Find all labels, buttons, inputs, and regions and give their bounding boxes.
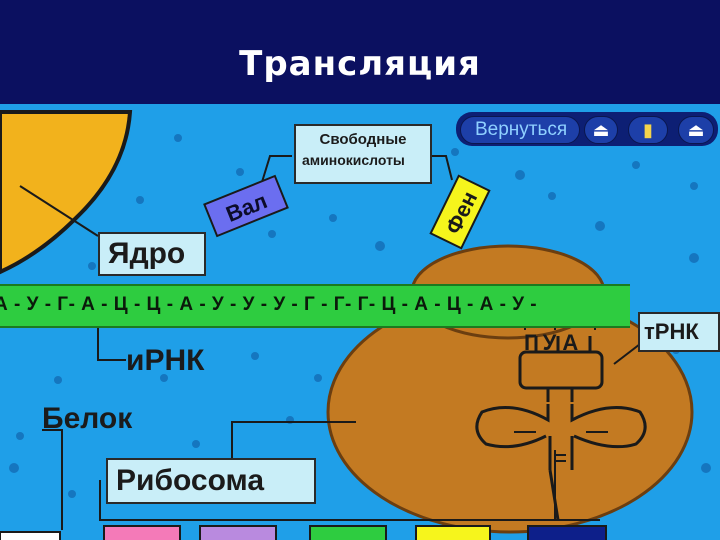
back-button-label: Вернуться [475,119,568,140]
eject-icon: ⏏ [592,120,610,140]
stop-icon: ▮ [643,120,653,140]
free-amino-line1: Свободные [319,131,407,148]
amino-tag-val: Вал [203,174,289,238]
back-button[interactable]: Вернуться [460,116,580,144]
nav-button-stop[interactable]: ▮ [628,116,668,144]
nucleus-label: Ядро [98,232,206,276]
nucleus-shape [0,110,133,275]
mrna-label: иРНК [126,344,205,377]
slide-title: Трансляция [239,44,481,84]
mrna-sequence: А - У - Г- А - Ц - Ц - А - У - У - У - Г… [0,294,538,315]
free-amino-line2: аминокислоты [302,152,405,168]
connector-lines [42,155,641,530]
anticodon-text: Г У А [524,330,578,355]
protein-label: Белок [42,402,133,435]
nav-button-first[interactable]: ⏏ [584,116,618,144]
trna-molecule [475,336,647,521]
mrna-strip: А - У - Г- А - Ц - Ц - А - У - У - У - Г… [0,284,630,328]
amino-tag-phe: Фен [429,174,491,250]
free-amino-acids-label: Свободные аминокислоты [294,124,432,184]
trna-label: тРНК [638,312,720,352]
ribosome-label: Рибосома [106,458,316,504]
protein-chain [0,525,607,540]
nav-button-last[interactable]: ⏏ [678,116,714,144]
eject-icon-2: ⏏ [687,120,705,140]
header-band [0,0,720,104]
